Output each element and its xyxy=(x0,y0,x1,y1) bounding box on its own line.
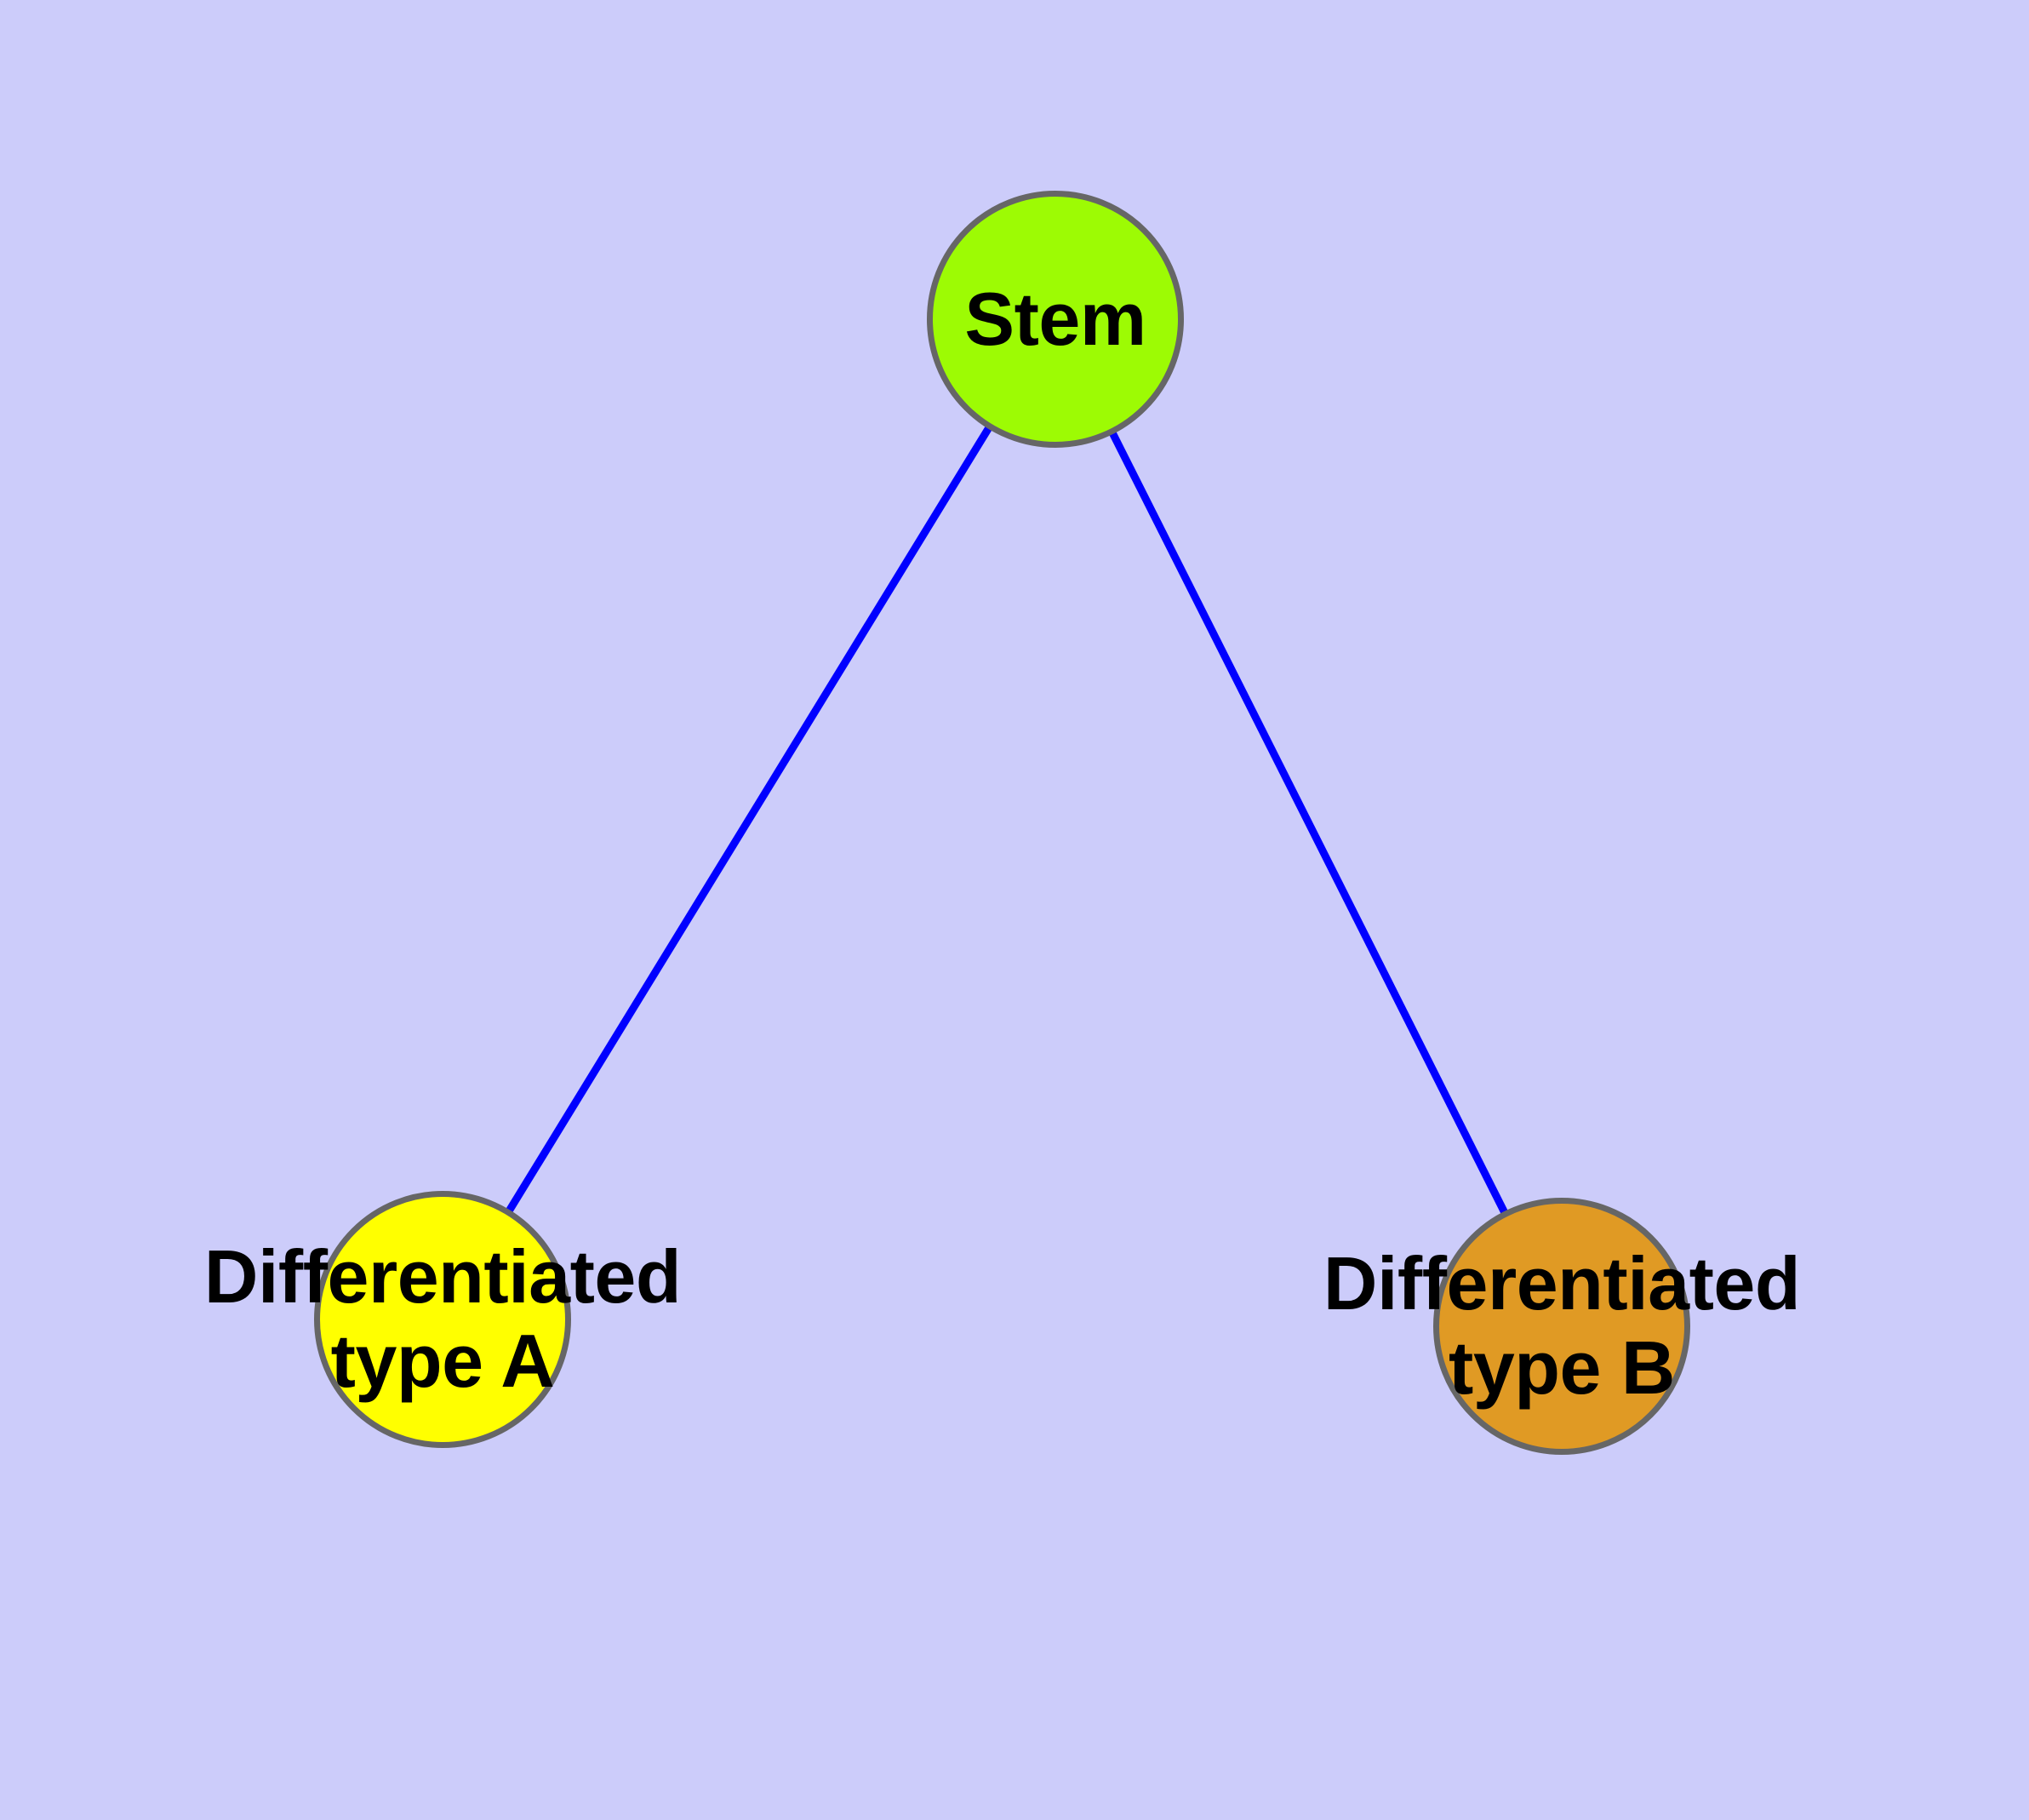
node-label-stem: Stem xyxy=(964,276,1146,361)
edge-stem-to-differentiated-type-a xyxy=(439,317,1059,1322)
node-label-differentiated-type-a: Differentiated type A xyxy=(203,1234,682,1403)
edge-stem-to-differentiated-type-b xyxy=(1051,317,1566,1329)
node-differentiated-type-b[interactable] xyxy=(1433,1198,1690,1455)
node-label-differentiated-type-b: Differentiated type B xyxy=(1323,1241,1801,1410)
node-stem[interactable] xyxy=(927,191,1184,448)
node-differentiated-type-a[interactable] xyxy=(314,1191,571,1448)
